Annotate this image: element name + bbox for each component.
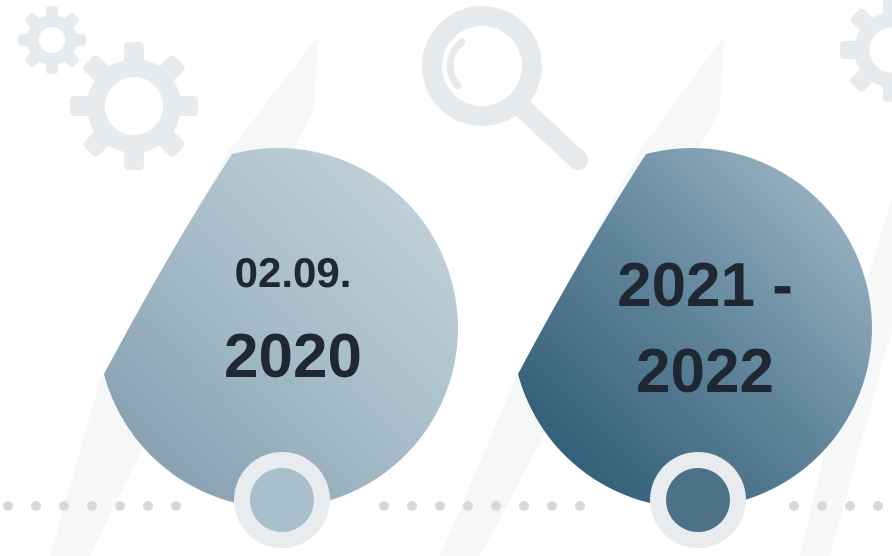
gear-icon: [70, 42, 198, 170]
milestone-label: 02.09.: [234, 249, 352, 296]
milestone-label: 2021 -: [617, 251, 793, 320]
timeline-dots: [3, 501, 883, 511]
milestone-year: 2020: [224, 322, 362, 391]
gear-icon: [840, 0, 892, 102]
milestone-shape: [518, 148, 872, 508]
timeline-marker: [650, 452, 746, 548]
gear-icon: [18, 6, 86, 74]
magnifier-icon: [422, 6, 588, 170]
milestone-year: 2022: [636, 337, 774, 406]
timeline-marker: [234, 452, 330, 548]
milestone-shape: [104, 148, 458, 508]
